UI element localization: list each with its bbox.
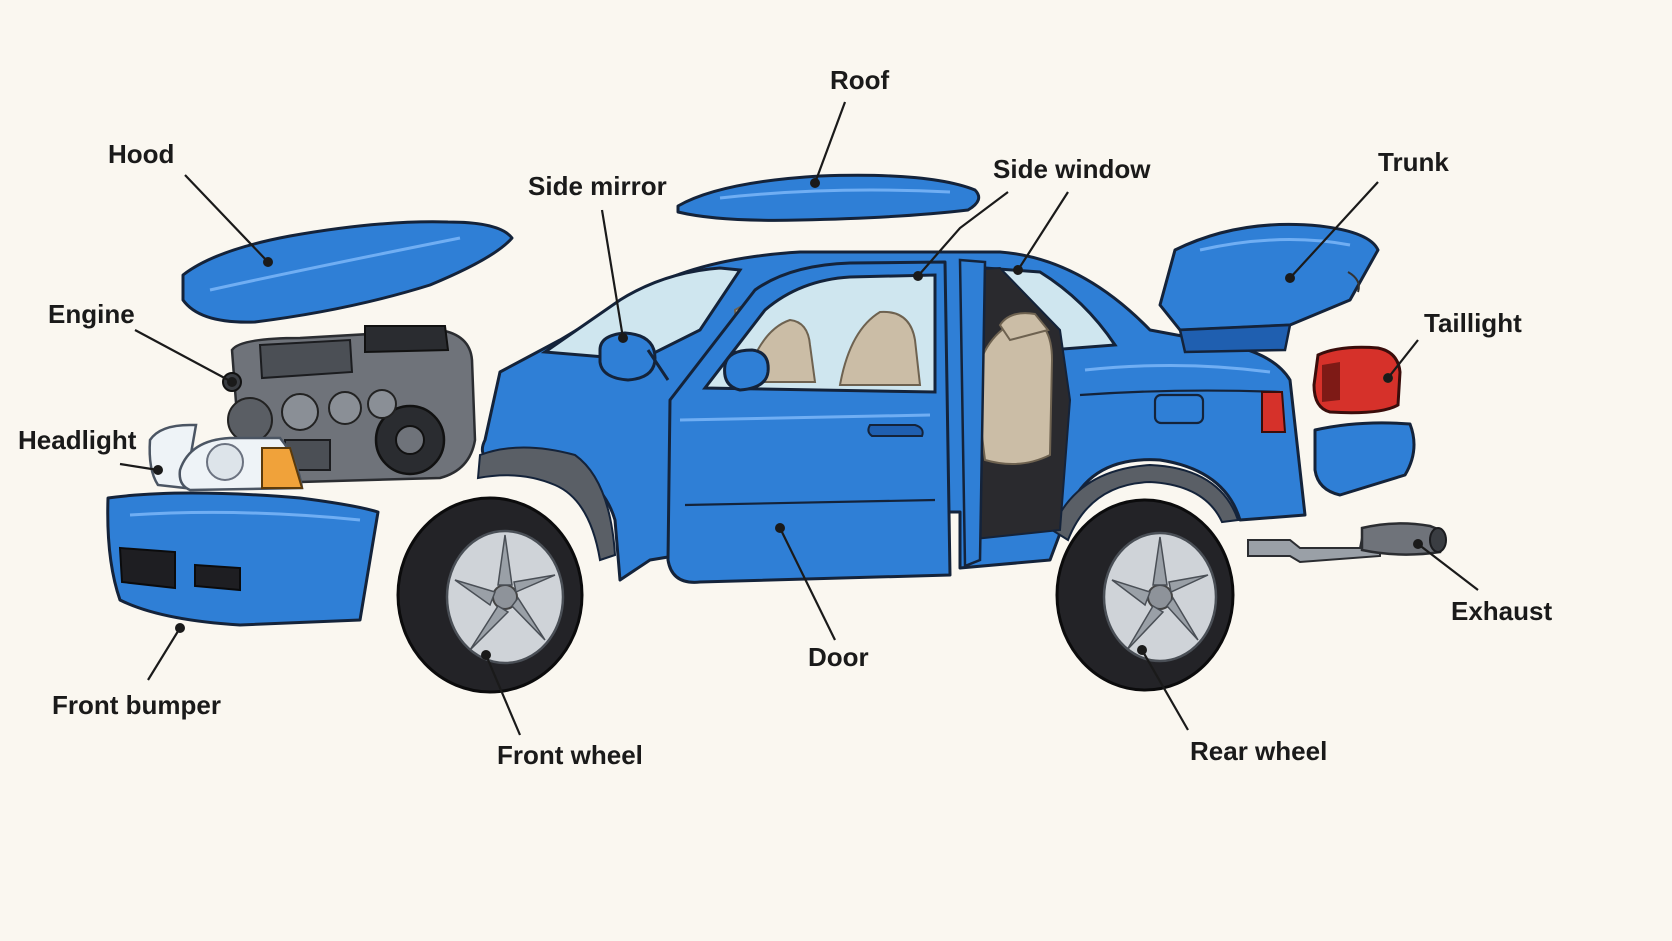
label-side-window: Side window <box>993 154 1151 184</box>
engine-block <box>222 325 477 484</box>
headlight-unit <box>148 423 304 492</box>
label-front-bumper: Front bumper <box>52 690 221 720</box>
part-labels: Hood Roof Side mirror Side window Trunk … <box>18 65 1552 770</box>
label-exhaust: Exhaust <box>1451 596 1552 626</box>
label-trunk: Trunk <box>1378 147 1449 177</box>
label-rear-wheel: Rear wheel <box>1190 736 1327 766</box>
label-engine: Engine <box>48 299 135 329</box>
label-front-wheel: Front wheel <box>497 740 643 770</box>
trunk-lid <box>1158 222 1380 354</box>
front-wheel-assembly <box>396 496 584 694</box>
label-side-mirror: Side mirror <box>528 171 667 201</box>
label-headlight: Headlight <box>18 425 137 455</box>
taillight-unit <box>1312 345 1402 415</box>
door-panel <box>666 260 952 584</box>
side-mirror <box>598 331 670 382</box>
label-hood: Hood <box>108 139 174 169</box>
label-roof: Roof <box>830 65 890 95</box>
label-taillight: Taillight <box>1424 308 1522 338</box>
label-door: Door <box>808 642 869 672</box>
hood-panel <box>181 220 514 324</box>
roof-panel <box>676 173 981 222</box>
front-bumper-panel <box>106 491 380 627</box>
rear-wheel-assembly <box>1055 498 1235 692</box>
leader-lines <box>119 101 1479 736</box>
rear-bumper <box>1313 421 1416 497</box>
